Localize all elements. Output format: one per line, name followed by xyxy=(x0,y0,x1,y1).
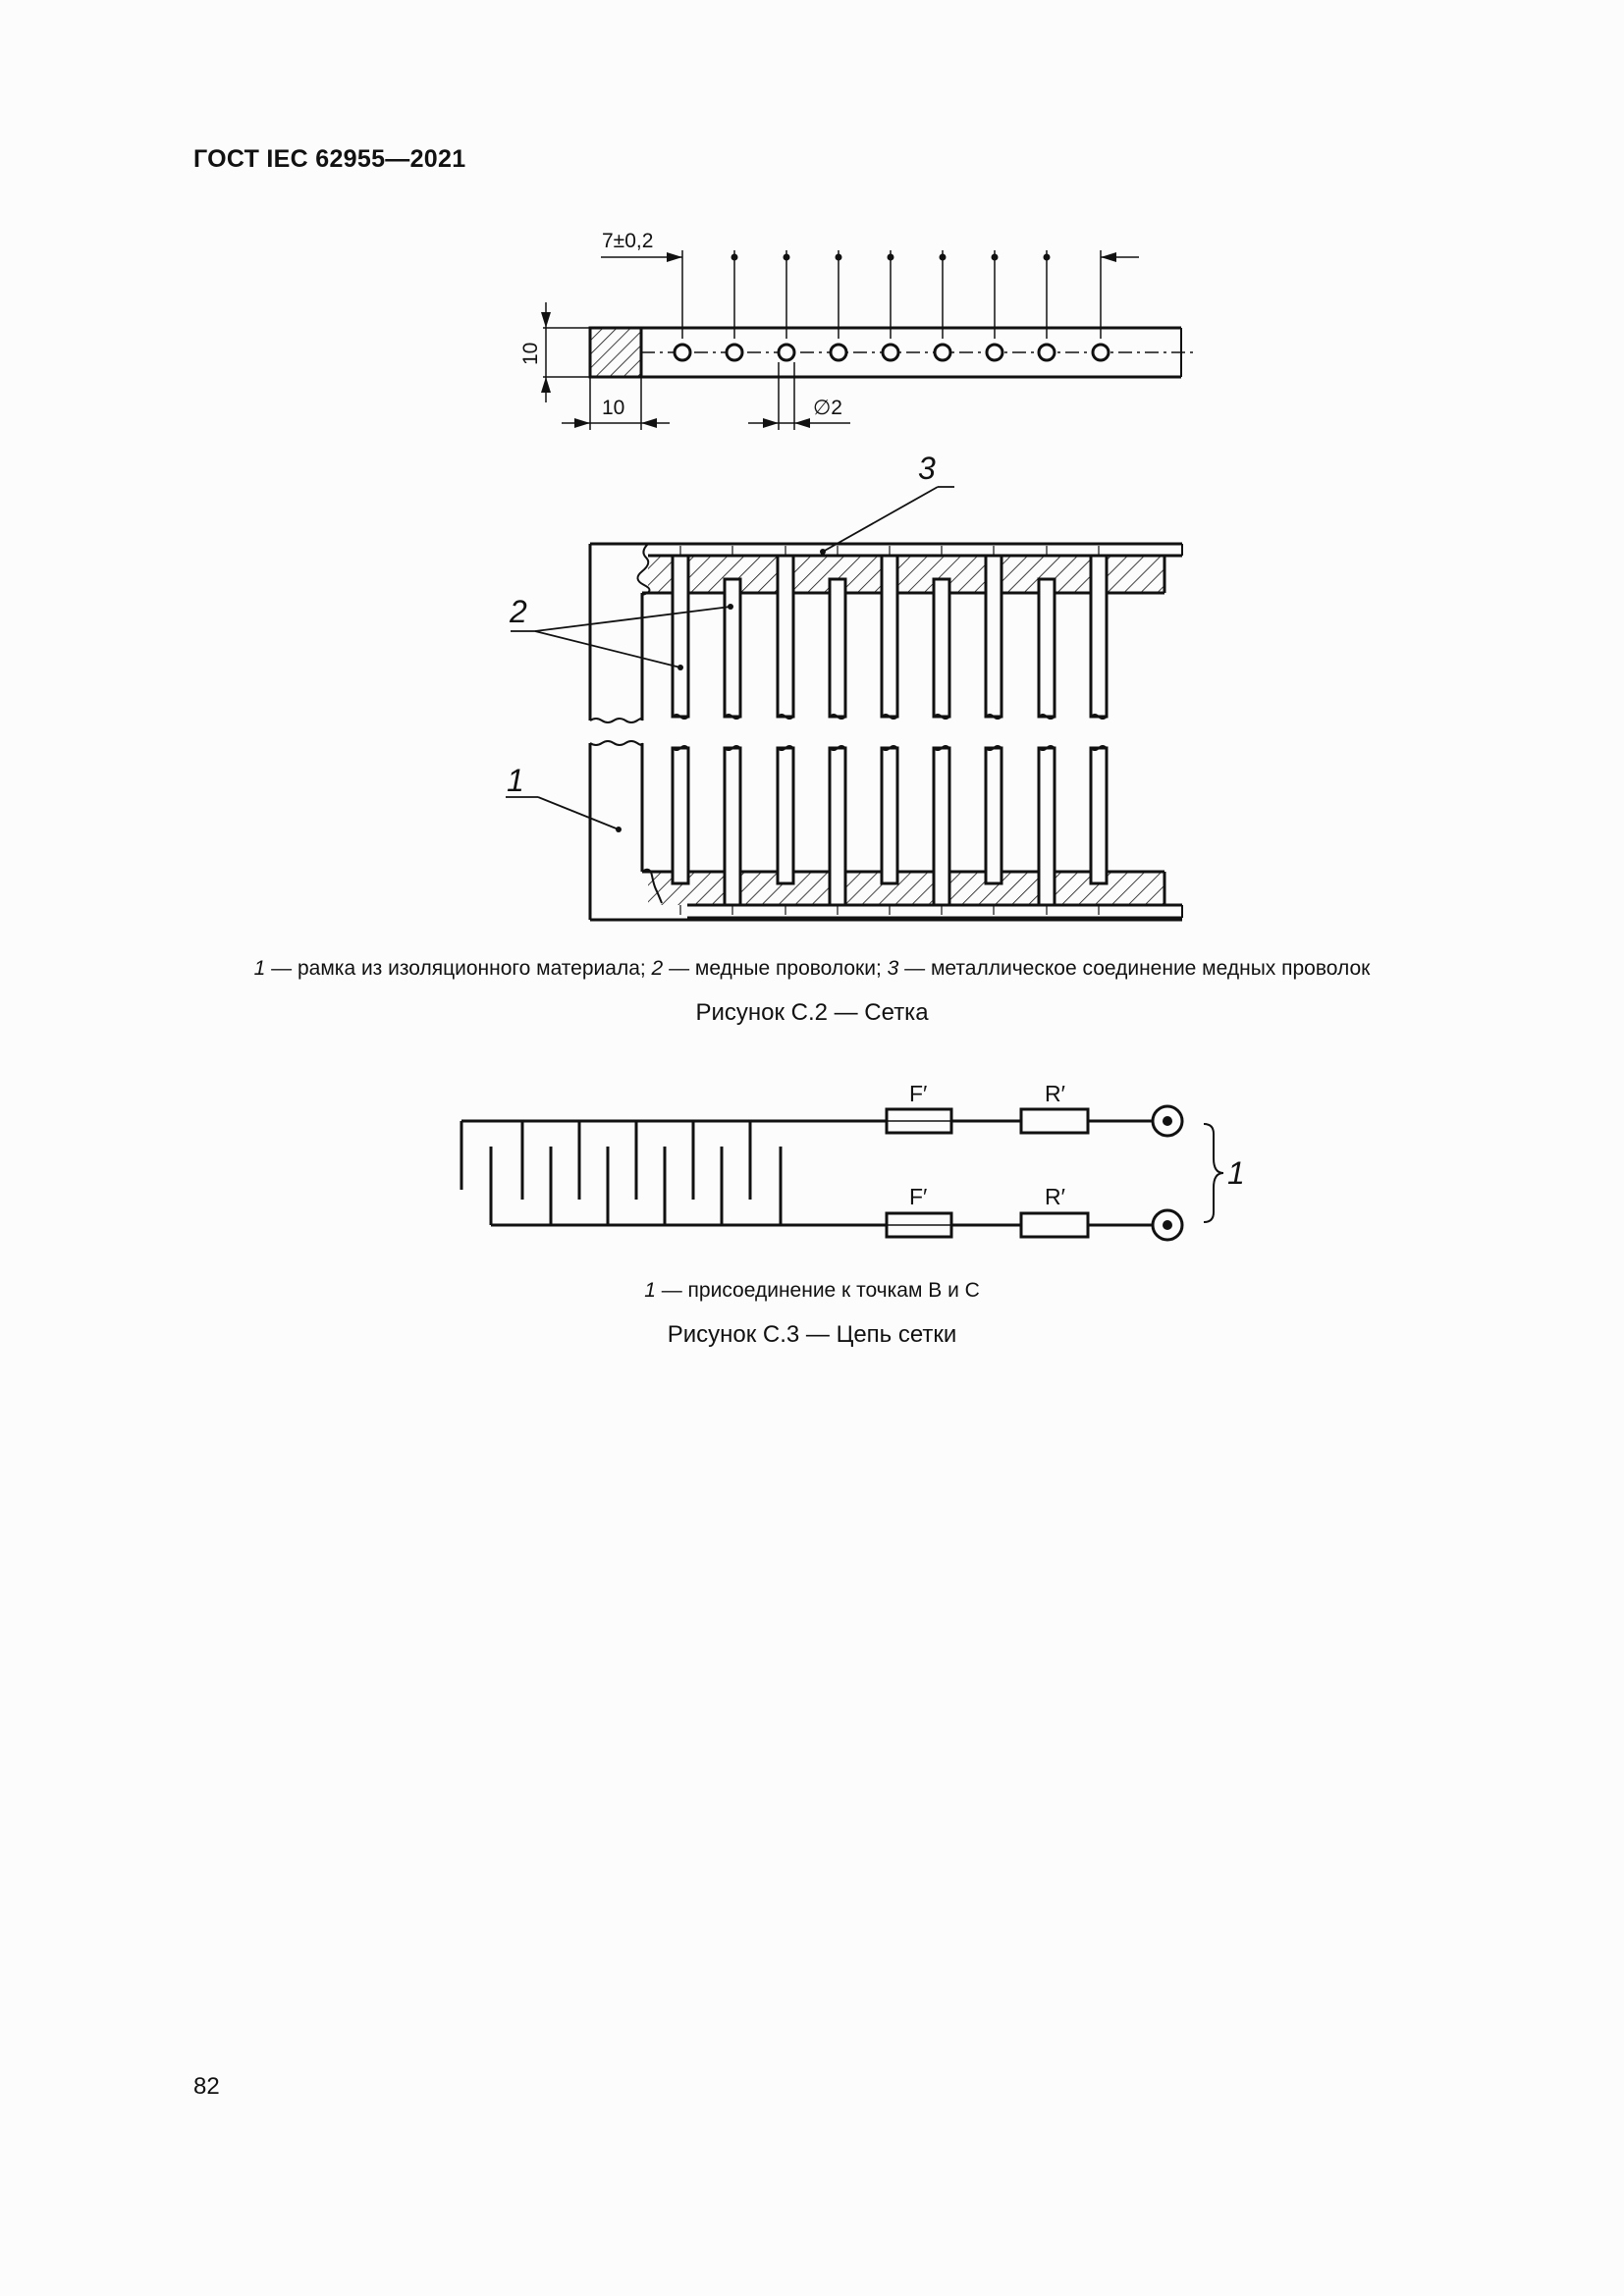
fuse-label-upper: F′ xyxy=(909,1081,927,1106)
terminal-upper xyxy=(1151,1104,1184,1138)
figure-c2-caption: Рисунок С.2 — Сетка xyxy=(695,999,929,1026)
page-number: 82 xyxy=(193,2073,220,2100)
legend-c2-num-3: 3 xyxy=(887,957,899,980)
figure-c2-strip-drawing: 7±0,2 10 10 ∅2 xyxy=(519,230,1198,430)
resistor-label-upper: R′ xyxy=(1045,1081,1065,1106)
wires-lower xyxy=(671,746,1109,907)
figure-c3-caption: Рисунок С.3 — Цепь сетки xyxy=(667,1321,957,1348)
callout-c3-1: 1 xyxy=(1227,1155,1245,1191)
dim-width-text: 10 xyxy=(602,397,624,419)
legend-c2-num-2: 2 xyxy=(651,957,664,980)
callout-3: 3 xyxy=(918,451,936,486)
document-header: ГОСТ IEC 62955—2021 xyxy=(193,145,466,173)
figure-c3-circuit-drawing: F′ R′ F′ R′ 1 xyxy=(460,1081,1245,1242)
legend-c3-num-1: 1 xyxy=(644,1279,656,1302)
figure-c2-grid-drawing: 3 2 1 xyxy=(506,451,1183,922)
strip-holes xyxy=(673,343,1110,362)
dim-height-text: 10 xyxy=(519,343,542,365)
terminal-lower xyxy=(1151,1208,1184,1242)
dim-diameter-text: ∅2 xyxy=(813,397,842,419)
terminal-brace xyxy=(1203,1123,1224,1223)
figure-c3-legend: 1 — присоединение к точкам В и С xyxy=(0,1279,1624,1303)
dim-pitch-text: 7±0,2 xyxy=(602,230,653,252)
strip-end-block xyxy=(588,326,643,379)
legend-c3-text-1: — присоединение к точкам В и С xyxy=(655,1279,980,1302)
legend-c2-text-2: — медные проволоки; xyxy=(663,957,888,980)
figure-c2-legend: 1 — рамка из изоляционного материала; 2 … xyxy=(0,957,1624,981)
resistor-label-lower: R′ xyxy=(1045,1184,1065,1209)
resistor-lower xyxy=(1019,1211,1090,1239)
legend-c2-num-1: 1 xyxy=(253,957,266,980)
legend-c2-text-3: — металлическое соединение медных провол… xyxy=(898,957,1371,980)
callout-1: 1 xyxy=(507,763,524,798)
fuse-label-lower: F′ xyxy=(909,1184,927,1209)
legend-c2-text-1: — рамка из изоляционного материала; xyxy=(265,957,652,980)
resistor-upper xyxy=(1019,1107,1090,1135)
wires-upper xyxy=(671,554,1109,719)
callout-2: 2 xyxy=(509,594,527,629)
